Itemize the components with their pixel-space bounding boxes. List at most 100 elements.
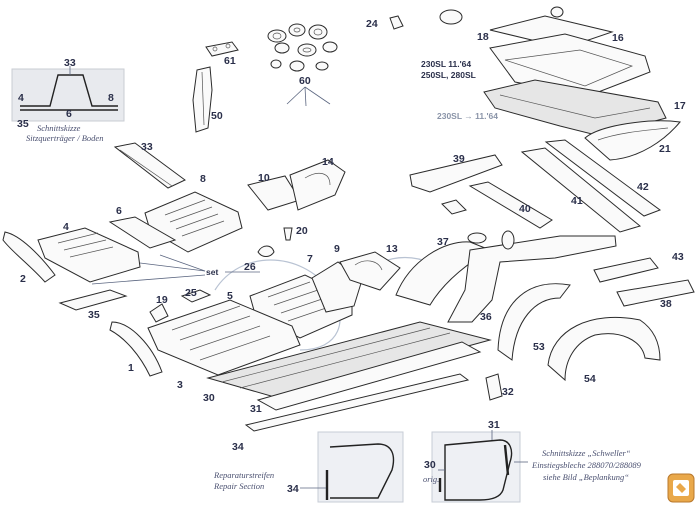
num-42: 42	[637, 181, 649, 193]
part-16: 16	[489, 6, 651, 97]
num-19: 19	[156, 294, 168, 306]
sill-box	[431, 431, 521, 503]
num-32: 32	[502, 386, 514, 398]
part-19: 19	[149, 294, 169, 323]
num-13: 13	[386, 243, 398, 255]
part-25: 25	[180, 287, 212, 303]
note-230sl-upto: 230SL → 11.'64	[437, 111, 498, 121]
repair-box	[317, 431, 404, 503]
part-35: 35	[58, 289, 128, 321]
num-4: 4	[63, 221, 69, 233]
part-14: 14	[289, 156, 346, 211]
num-35: 35	[88, 309, 100, 321]
num-9: 9	[334, 243, 340, 255]
sill-note-3: siehe Bild „Beplankung“	[543, 472, 629, 482]
sill-note-1: Schnittskizze „Schweller“	[542, 448, 631, 458]
part-30: 30	[203, 321, 492, 404]
num-10: 10	[258, 172, 270, 184]
num-6: 6	[116, 205, 122, 217]
part-61: 61	[205, 41, 239, 67]
sill-num-30: 30	[424, 459, 436, 471]
num-30: 30	[203, 392, 215, 404]
num-34: 34	[232, 441, 244, 453]
note-230sl-1164: 230SL 11.'64	[421, 59, 471, 69]
num-40: 40	[519, 203, 531, 215]
part-1: 1	[109, 321, 163, 377]
part-32: 32	[485, 373, 514, 401]
part-6: 6	[108, 205, 177, 249]
part-42: 42	[544, 139, 662, 217]
inset-num-4: 4	[18, 92, 24, 104]
repair-num-34: 34	[287, 483, 299, 495]
part-41: 41	[520, 147, 642, 233]
part-34: 34	[232, 373, 470, 453]
num-53: 53	[533, 341, 545, 353]
part-33: 33	[113, 141, 186, 189]
part-26: 26	[244, 245, 275, 273]
model-notes: 230SL 11.'64 250SL, 280SL 230SL → 11.'64	[421, 59, 498, 121]
num-18: 18	[477, 31, 489, 43]
num-5: 5	[227, 290, 233, 302]
num-60: 60	[299, 75, 311, 87]
sill-section-inset: 31 30 orig. Schnittskizze „Schweller“ Ei…	[423, 419, 642, 503]
num-24: 24	[366, 18, 378, 30]
num-39: 39	[453, 153, 465, 165]
sill-orig: orig.	[423, 474, 439, 484]
num-17: 17	[674, 100, 686, 112]
inset-box	[11, 68, 125, 122]
part-21: 21	[584, 120, 681, 161]
repair-note-1: Reparaturstreifen	[213, 470, 274, 480]
num-54: 54	[584, 373, 596, 385]
num-36: 36	[480, 311, 492, 323]
note-250sl-280sl: 250SL, 280SL	[421, 70, 476, 80]
part-13: 13	[339, 243, 401, 291]
inset-num-35: 35	[17, 118, 29, 130]
num-16: 16	[612, 32, 624, 44]
num-41: 41	[571, 195, 583, 207]
num-43: 43	[672, 251, 684, 263]
num-20: 20	[296, 225, 308, 237]
sill-num-31: 31	[488, 419, 500, 431]
num-33: 33	[141, 141, 153, 153]
num-8: 8	[200, 173, 206, 185]
part-31: 31	[250, 341, 482, 415]
part-2: 2	[2, 231, 56, 285]
num-14: 14	[322, 156, 334, 168]
inset-seat-crossmember: 33 4 6 8 35 Schnittskizze Sitzquerträger…	[11, 57, 125, 143]
part-39: 39	[409, 153, 503, 193]
part-36: 36	[447, 230, 617, 323]
part-3: 3	[147, 299, 301, 391]
part-43: 43	[593, 251, 684, 283]
inset-caption-1: Schnittskizze	[37, 123, 81, 133]
num-25: 25	[185, 287, 197, 299]
corner-logo-icon	[667, 473, 695, 503]
num-21: 21	[659, 143, 671, 155]
part-18: 18	[439, 9, 489, 43]
num-26: 26	[244, 261, 256, 273]
num-37: 37	[437, 236, 449, 248]
sill-note-2: Einstiegsbleche 288070/288089	[531, 460, 642, 470]
part-54: 54	[547, 316, 661, 385]
part-40: 40	[441, 181, 553, 229]
num-38: 38	[660, 298, 672, 310]
part-60-grommets: 60	[267, 23, 338, 107]
part-38: 38	[616, 279, 695, 310]
part-4: 4	[37, 221, 141, 283]
num-50: 50	[211, 110, 223, 122]
part-37: 37	[395, 236, 492, 306]
num-3: 3	[177, 379, 183, 391]
num-1: 1	[128, 362, 134, 374]
num-61: 61	[224, 55, 236, 67]
part-24: 24	[366, 15, 404, 30]
inset-num-8: 8	[108, 92, 114, 104]
set-group: set	[91, 254, 260, 285]
repair-note-2: Repair Section	[213, 481, 264, 491]
repair-section-inset: Reparaturstreifen Repair Section 34	[213, 431, 404, 503]
part-50: 50	[192, 66, 223, 133]
part-20: 20	[283, 225, 308, 241]
num-31: 31	[250, 403, 262, 415]
inset-caption-2: Sitzquerträger / Boden	[26, 133, 103, 143]
set-label: set	[206, 267, 218, 277]
